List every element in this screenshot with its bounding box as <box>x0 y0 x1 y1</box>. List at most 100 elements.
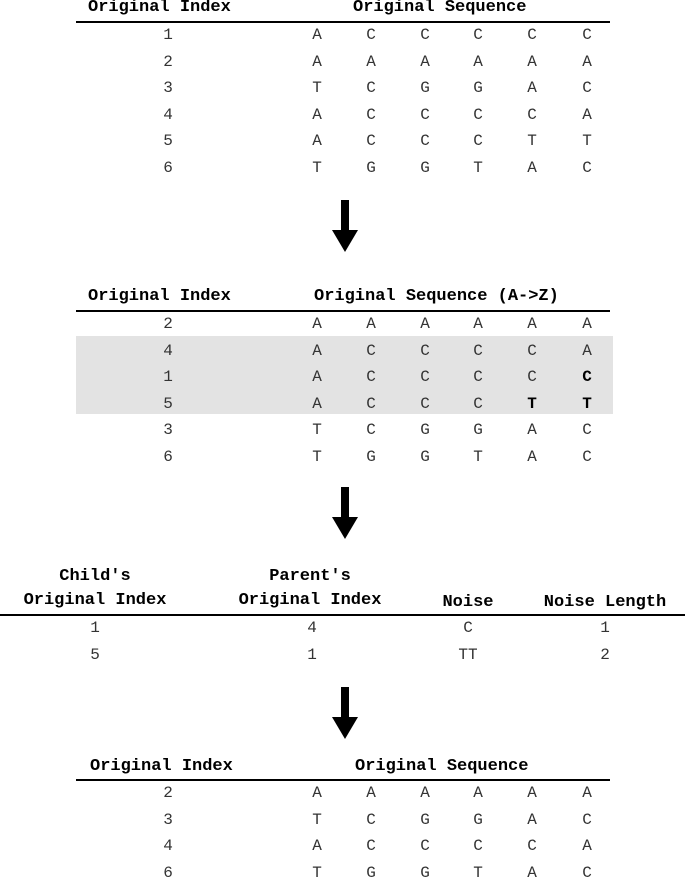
sequence-base-cell: C <box>473 132 483 150</box>
sequence-base-cell: A <box>366 784 376 802</box>
sequence-base-cell: A <box>582 105 592 124</box>
parent-index-cell: 4 <box>307 619 317 637</box>
sequence-base-cell: A <box>312 368 322 386</box>
sequence-base-cell: C <box>582 158 592 177</box>
noise-length-cell: 2 <box>600 645 610 664</box>
sequence-base-cell: C <box>366 341 376 360</box>
sequence-base-cell: C <box>366 394 376 413</box>
sequence-base-cell: A <box>312 26 322 44</box>
sequence-base-cell: A <box>527 421 537 439</box>
sequence-base-cell: A <box>527 315 537 333</box>
original-index-cell: 4 <box>163 105 173 124</box>
sequence-base-cell: A <box>473 52 483 71</box>
sequence-base-cell: G <box>420 421 430 439</box>
child-index-cell: 5 <box>90 645 100 664</box>
table3-header-noise-length: Noise Length <box>543 593 667 612</box>
table2-header-index: Original Index <box>88 287 231 306</box>
sequence-base-cell: C <box>420 105 430 124</box>
sequence-base-cell: C <box>366 421 376 439</box>
original-index-cell: 1 <box>163 26 173 44</box>
sequence-base-cell: C <box>473 341 483 360</box>
sequence-base-cell: C <box>473 105 483 124</box>
noise-length-cell: 1 <box>600 619 610 637</box>
original-index-cell: 4 <box>163 341 173 360</box>
sequence-base-cell: C <box>420 26 430 44</box>
sequence-base-cell: A <box>473 784 483 802</box>
original-index-cell: 6 <box>163 863 173 882</box>
sequence-base-cell: C <box>366 79 376 97</box>
sequence-base-cell: C <box>582 447 592 466</box>
table3-rule <box>0 614 685 616</box>
sequence-base-cell: G <box>366 158 376 177</box>
sequence-base-cell: T <box>527 394 537 413</box>
sequence-base-cell: C <box>582 863 592 882</box>
sequence-base-cell: G <box>420 810 430 829</box>
sequence-base-cell: C <box>582 421 592 439</box>
sequence-base-cell: A <box>312 784 322 802</box>
sequence-base-cell: C <box>582 810 592 829</box>
sequence-base-cell: A <box>527 79 537 97</box>
sequence-base-cell: T <box>473 863 483 882</box>
sequence-base-cell: C <box>582 79 592 97</box>
original-index-cell: 3 <box>163 810 173 829</box>
sequence-base-cell: T <box>312 810 322 829</box>
sequence-base-cell: C <box>473 837 483 855</box>
parent-index-cell: 1 <box>307 645 317 664</box>
sequence-base-cell: A <box>527 784 537 802</box>
sequence-base-cell: A <box>582 341 592 360</box>
table3-header-child-line2: Original Index <box>23 591 167 610</box>
sequence-base-cell: C <box>420 394 430 413</box>
sequence-base-cell: G <box>420 863 430 882</box>
sequence-base-cell: C <box>366 105 376 124</box>
sequence-base-cell: A <box>312 52 322 71</box>
sequence-base-cell: C <box>527 26 537 44</box>
sequence-base-cell: A <box>473 315 483 333</box>
sequence-base-cell: A <box>582 784 592 802</box>
original-index-cell: 4 <box>163 837 173 855</box>
sequence-base-cell: A <box>527 810 537 829</box>
table3-header-parent-line1: Parent's <box>269 567 351 586</box>
original-index-cell: 2 <box>163 315 173 333</box>
original-index-cell: 2 <box>163 784 173 802</box>
table4-header-index: Original Index <box>90 757 233 776</box>
original-index-cell: 3 <box>163 421 173 439</box>
sequence-base-cell: C <box>366 368 376 386</box>
sequence-base-cell: G <box>473 421 483 439</box>
original-index-cell: 6 <box>163 447 173 466</box>
table2-header-sequence: Original Sequence (A->Z) <box>314 287 559 306</box>
original-index-cell: 2 <box>163 52 173 71</box>
child-index-cell: 1 <box>90 619 100 637</box>
sequence-base-cell: A <box>420 52 430 71</box>
sequence-base-cell: C <box>582 26 592 44</box>
sequence-base-cell: C <box>473 368 483 386</box>
table2-rule <box>76 310 610 312</box>
down-arrow-icon <box>332 200 358 252</box>
original-index-cell: 1 <box>163 368 173 386</box>
sequence-base-cell: A <box>527 863 537 882</box>
sequence-base-cell: A <box>582 315 592 333</box>
sequence-base-cell: C <box>527 105 537 124</box>
table1-header-index: Original Index <box>88 0 231 17</box>
sequence-base-cell: C <box>420 341 430 360</box>
sequence-base-cell: G <box>366 447 376 466</box>
original-index-cell: 5 <box>163 132 173 150</box>
original-index-cell: 5 <box>163 394 173 413</box>
sequence-base-cell: A <box>527 158 537 177</box>
sequence-base-cell: A <box>312 394 322 413</box>
sequence-base-cell: G <box>420 447 430 466</box>
sequence-base-cell: C <box>366 810 376 829</box>
down-arrow-icon <box>332 687 358 739</box>
sequence-base-cell: A <box>366 315 376 333</box>
sequence-base-cell: A <box>582 837 592 855</box>
sequence-base-cell: A <box>582 52 592 71</box>
down-arrow-icon <box>332 487 358 539</box>
table1-header-sequence: Original Sequence <box>353 0 527 17</box>
sequence-base-cell: T <box>312 863 322 882</box>
table1-rule <box>76 21 610 23</box>
sequence-base-cell: T <box>312 158 322 177</box>
sequence-base-cell: T <box>473 158 483 177</box>
table3-header-noise: Noise <box>442 593 494 612</box>
sequence-base-cell: G <box>366 863 376 882</box>
sequence-base-cell: T <box>312 421 322 439</box>
sequence-base-cell: G <box>473 810 483 829</box>
